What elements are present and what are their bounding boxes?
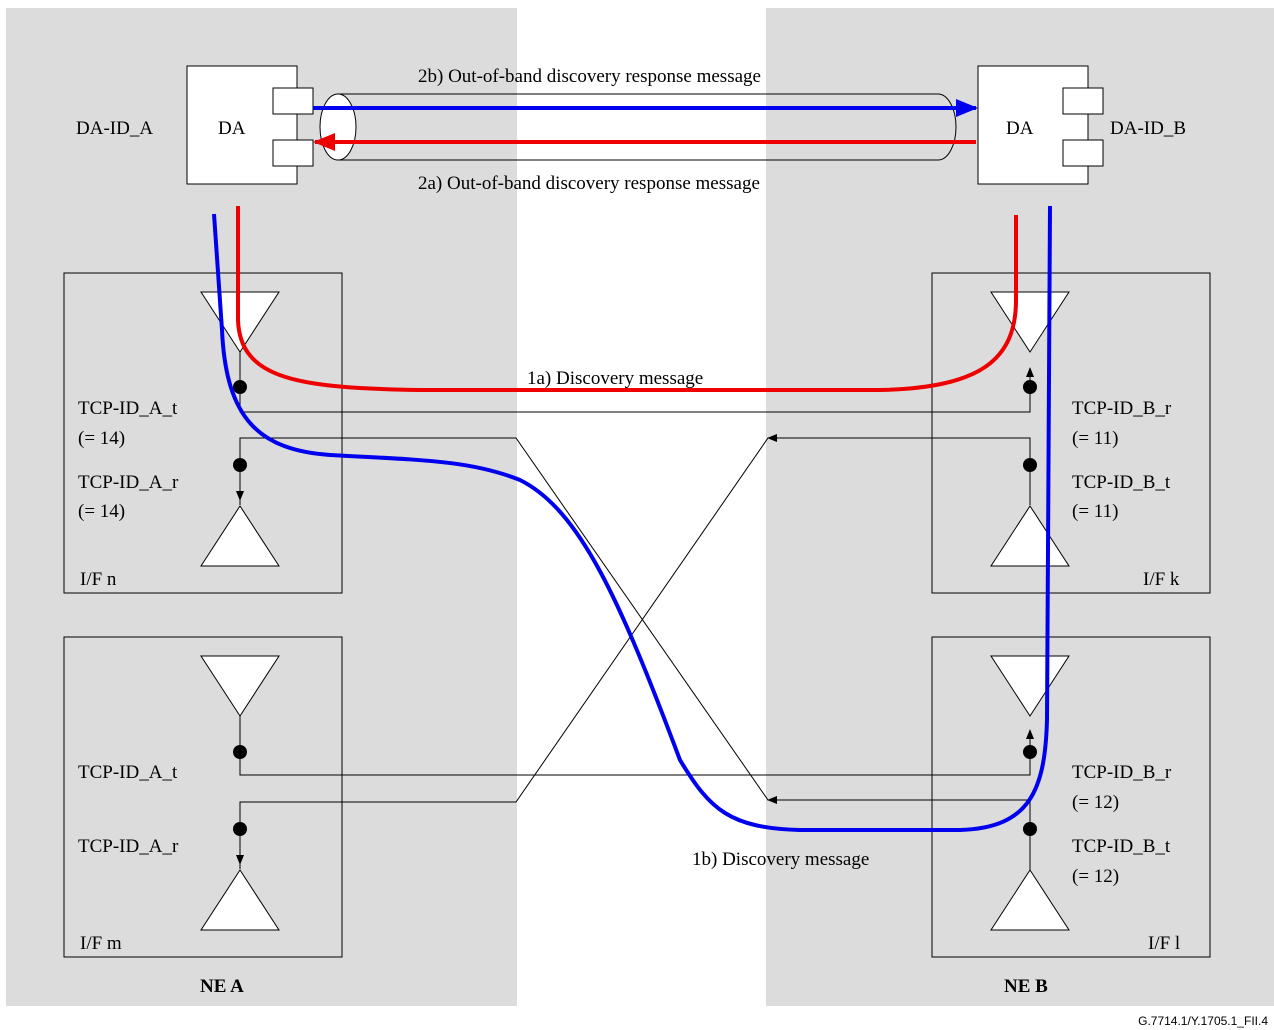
figure-id: G.7714.1/Y.1705.1_FII.4	[1138, 1014, 1268, 1028]
if-n-tcp-t-value: (= 14)	[78, 428, 125, 449]
if-n-tcp-r-value: (= 14)	[78, 501, 125, 522]
if-m-name: I/F m	[80, 933, 122, 954]
if-n-box	[63, 272, 343, 594]
if-k-tcp-t-value: (= 11)	[1072, 501, 1118, 522]
msg-2a-label: 2a) Out-of-band discovery response messa…	[418, 173, 760, 194]
if-k-tcp-r: TCP-ID_B_r	[1072, 398, 1172, 419]
da-id-b-label: DA-ID_B	[1110, 118, 1186, 139]
if-k-tcp-t: TCP-ID_B_t	[1072, 472, 1171, 493]
if-k-tcp-r-value: (= 11)	[1072, 428, 1118, 449]
da-b-label: DA	[1006, 118, 1034, 139]
da-a-component	[186, 65, 314, 185]
if-l-tcp-r: TCP-ID_B_r	[1072, 762, 1172, 783]
if-m-tcp-r: TCP-ID_A_r	[78, 836, 179, 857]
if-l-name: I/F l	[1148, 933, 1180, 954]
da-b-component	[977, 65, 1104, 185]
if-m-tcp-t: TCP-ID_A_t	[78, 762, 178, 783]
if-k-name: I/F k	[1143, 569, 1180, 590]
tcp-dots	[233, 380, 1037, 836]
if-m-box	[63, 636, 343, 958]
msg-2b-label: 2b) Out-of-band discovery response messa…	[418, 66, 761, 87]
if-n-tcp-r: TCP-ID_A_r	[78, 472, 179, 493]
ne-b-title: NE B	[1004, 976, 1048, 997]
if-n-tcp-t: TCP-ID_A_t	[78, 398, 178, 419]
da-id-a-label: DA-ID_A	[76, 118, 153, 139]
msg-1a-label: 1a) Discovery message	[527, 368, 703, 389]
path-1a-red	[236, 206, 1018, 392]
if-n-name: I/F n	[80, 569, 117, 590]
if-k-box	[931, 272, 1211, 594]
if-l-tcp-t-value: (= 12)	[1072, 866, 1119, 887]
msg-1b-label: 1b) Discovery message	[692, 849, 869, 870]
ne-a-title: NE A	[200, 976, 244, 997]
if-l-tcp-t: TCP-ID_B_t	[1072, 836, 1171, 857]
if-l-tcp-r-value: (= 12)	[1072, 792, 1119, 813]
da-a-label: DA	[218, 118, 246, 139]
path-1b-blue	[212, 205, 1052, 832]
if-l-box	[931, 636, 1211, 958]
